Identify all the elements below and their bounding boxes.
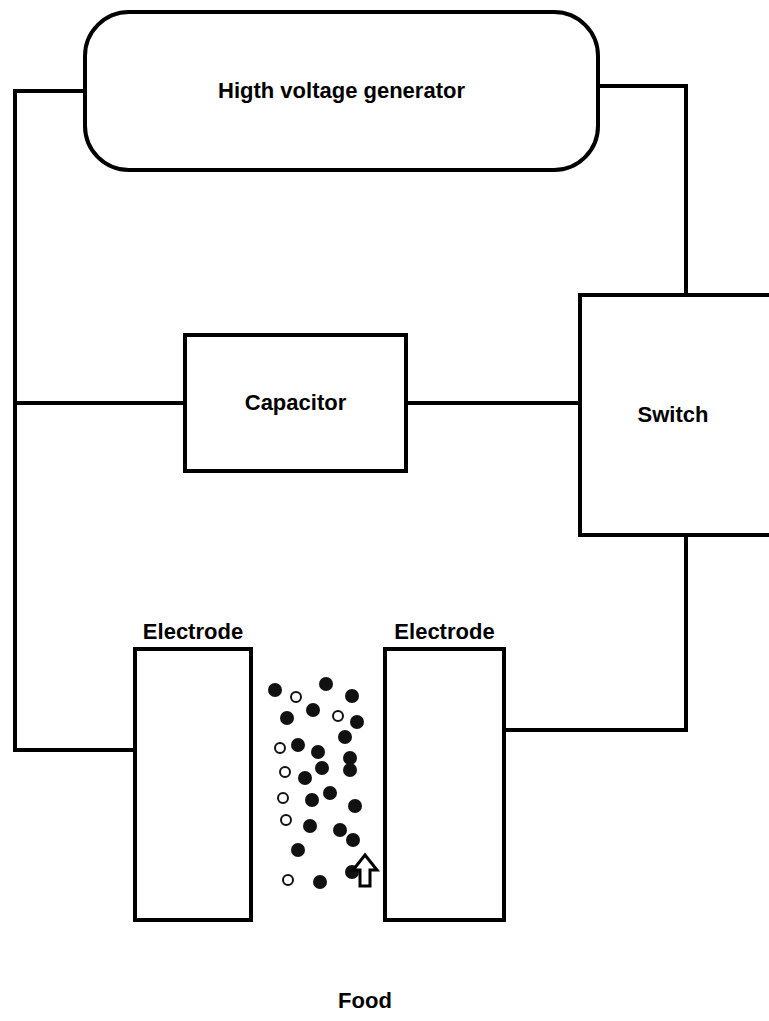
wire [15,91,133,750]
food-particle [343,751,357,765]
food-particle [343,763,357,777]
food-particle [298,771,312,785]
food-particle [291,843,305,857]
component-label: Electrode [394,619,494,645]
food-arrow [353,855,377,886]
food-particle [275,743,285,753]
food-particle [333,711,343,721]
food-particle [268,683,282,697]
wire [506,537,686,730]
component-box: Switch [578,293,769,537]
food-particle [281,815,291,825]
food-particle [305,793,319,807]
electrode-plate: Electrode [133,647,253,922]
food-particle [311,745,325,759]
food-particle [313,875,327,889]
generator-box: Higth voltage generator [83,10,600,172]
food-particle [283,875,293,885]
food-particle [280,711,294,725]
food-particle [291,738,305,752]
food-particle [350,715,364,729]
component-label: Switch [638,402,709,428]
component-label: Electrode [143,619,243,645]
component-label: Higth voltage generator [218,78,465,104]
food-particle [291,692,301,702]
wire [600,86,686,293]
food-particle [345,689,359,703]
component-box: Capacitor [183,333,408,473]
food-particle [319,677,333,691]
food-particle [315,761,329,775]
food-particle [348,799,362,813]
food-particle [303,819,317,833]
component-label: Capacitor [245,390,346,416]
food-particle [278,793,288,803]
food-particle [280,767,290,777]
food-particle [333,823,347,837]
food-particle [346,833,360,847]
food-label: Food [338,988,392,1014]
wire [408,401,578,405]
food-particle [323,786,337,800]
electrode-plate: Electrode [383,647,506,922]
food-particles [268,677,364,889]
food-particle [338,730,352,744]
food-particle [306,703,320,717]
